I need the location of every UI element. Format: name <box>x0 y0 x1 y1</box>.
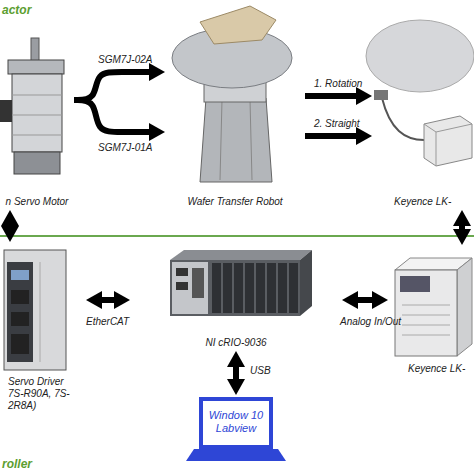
edge-label: EtherCAT <box>86 316 129 327</box>
node-caption: Wafer Transfer Robot <box>187 196 282 208</box>
crio-slot <box>234 263 243 313</box>
crio-slot <box>289 263 298 313</box>
section-divider <box>0 235 474 237</box>
driver-display <box>11 270 29 280</box>
servo-driver: Servo Driver 7S-R90A, 7S-2R8A) <box>0 242 86 414</box>
section-heading: roller <box>2 457 32 471</box>
node-caption: Keyence LK- <box>408 363 465 375</box>
crio-slot <box>256 263 265 313</box>
edge-label: SGM7J-01A <box>98 142 152 153</box>
arrow-connector <box>96 297 120 303</box>
sensor-figure <box>366 20 474 166</box>
motor-rib <box>12 135 62 136</box>
node-caption: Keyence LK- <box>394 196 451 208</box>
controller-display <box>400 276 430 292</box>
laptop-base <box>186 449 286 461</box>
driver-port <box>11 334 29 354</box>
robot-hand <box>200 6 276 44</box>
motor-connector <box>0 100 12 122</box>
motor-flange <box>8 60 64 74</box>
edge-label: 1. Rotation <box>314 78 362 89</box>
sensor-edge <box>436 132 437 166</box>
laptop-figure <box>186 399 286 461</box>
servo-motor: n Servo Motor <box>0 28 74 210</box>
driver-figure <box>4 250 66 370</box>
controller-vent <box>402 315 450 316</box>
sensor-edge <box>436 124 472 132</box>
sensor-box <box>424 116 472 166</box>
node-caption: Servo Driver 7S-R90A, 7S-2R8A) <box>8 376 76 412</box>
crio-slot <box>267 263 276 313</box>
transfer-robot: Wafer Transfer Robot <box>165 0 305 210</box>
motor-rib <box>12 95 62 96</box>
motor-encoder <box>14 152 60 174</box>
crio-chassis <box>170 260 300 316</box>
driver-case <box>4 250 66 370</box>
arrow-connector <box>74 72 155 100</box>
realtime-controller: NI cRIO-9036 <box>130 245 342 351</box>
edge-label: USB <box>250 365 271 376</box>
driver-panel <box>7 262 33 362</box>
arrow-connector <box>305 133 362 139</box>
motor-rib <box>12 115 62 116</box>
controller-side <box>457 258 472 356</box>
sensor-controller: Keyence LK- <box>388 245 474 377</box>
node-caption: NI cRIO-9036 <box>205 337 266 349</box>
edge-label: Analog In/Out <box>340 316 401 327</box>
robot-detail <box>250 100 252 180</box>
crio-slot <box>245 263 254 313</box>
crio-slot <box>212 263 221 313</box>
controller-vent <box>402 335 450 336</box>
arrow-connector <box>352 297 378 303</box>
controller-figure <box>395 258 472 356</box>
arrow-connector <box>459 220 465 235</box>
crio-port <box>192 268 204 298</box>
laptop-screen <box>201 399 271 447</box>
driver-edge <box>40 262 41 362</box>
crio-port <box>176 268 188 276</box>
wafer-disc <box>366 20 474 92</box>
robot-detail <box>220 100 222 180</box>
crio-figure <box>170 250 312 316</box>
driver-port <box>11 290 29 304</box>
displacement-sensor: Keyence LK- <box>372 20 474 210</box>
sensor-edge <box>424 124 436 132</box>
robot-column <box>200 98 272 182</box>
node-caption: n Servo Motor <box>6 196 69 208</box>
section-heading: actor <box>2 3 31 17</box>
robot-figure <box>172 6 292 182</box>
sensor-cable <box>382 98 424 140</box>
crio-slot <box>223 263 232 313</box>
controller-vent <box>402 325 450 326</box>
arrow-connector <box>7 220 13 232</box>
edge-label: SGM7J-02A <box>98 54 152 65</box>
controller-vent <box>402 305 450 306</box>
servo-motor-figure <box>0 38 64 174</box>
arrow-connector <box>74 100 155 132</box>
crio-slot <box>278 263 287 313</box>
crio-port <box>176 282 188 290</box>
arrow-connector <box>233 361 239 385</box>
crio-top <box>170 250 312 260</box>
node-caption: Window 10 Labview <box>205 409 267 435</box>
arrow-connector <box>305 93 362 99</box>
motor-body <box>12 74 62 152</box>
crio-side <box>300 250 312 316</box>
motor-shaft <box>31 38 39 62</box>
sensor-head <box>374 90 388 100</box>
controller-front <box>395 270 457 356</box>
edge-label: 2. Straight <box>314 118 360 129</box>
driver-port <box>11 312 29 326</box>
crio-controller <box>172 262 208 314</box>
host-pc: Window 10 Labview <box>195 395 277 463</box>
